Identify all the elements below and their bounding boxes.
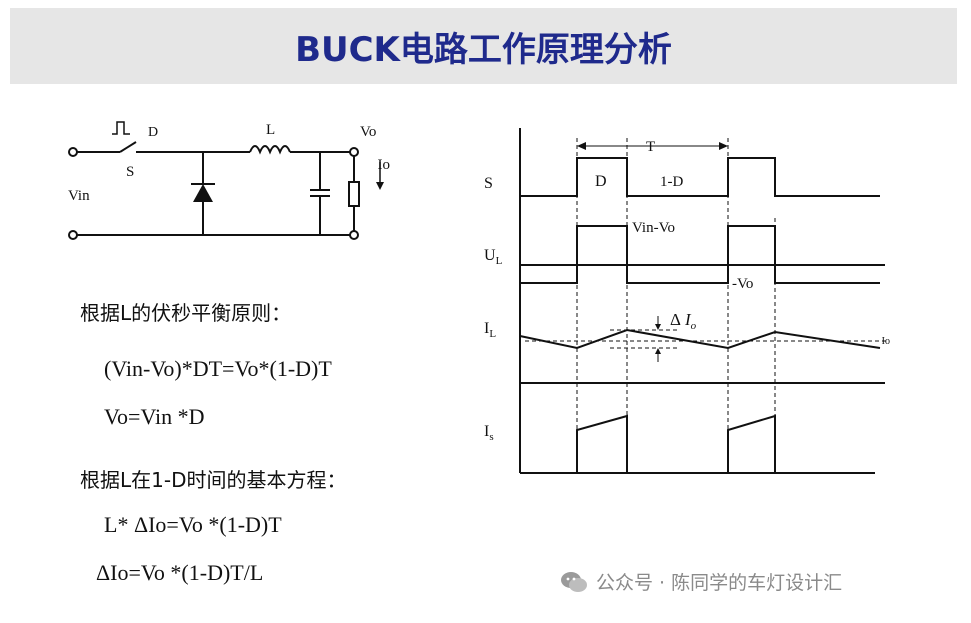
one-minus-d-label: 1-D (660, 174, 683, 190)
neg-vo-label: -Vo (732, 276, 753, 292)
output-current-label: Io (378, 157, 391, 173)
output-terminal-bottom (349, 230, 359, 240)
input-terminal-top (68, 147, 78, 157)
s-waveform (520, 157, 880, 197)
il-axis-label: IL (484, 320, 496, 340)
period-label: T (646, 139, 655, 155)
watermark: 公众号 · 陈同学的车灯设计汇 (560, 568, 842, 595)
basic-equation-heading: 根据L在1-D时间的基本方程： (80, 468, 347, 492)
switch-blade (119, 141, 137, 153)
ul-axis-label: UL (484, 247, 503, 267)
current-arrow (376, 182, 384, 190)
inductor-label: L (266, 122, 275, 138)
output-label: Vo (360, 124, 376, 140)
input-terminal-bottom (68, 230, 78, 240)
equation-delta-io: ΔIo=Vo *(1-D)T/L (96, 560, 264, 585)
pulse-label: D (148, 125, 158, 140)
vin-vo-label: Vin-Vo (632, 220, 675, 236)
load-resistor (348, 181, 360, 207)
switch-label: S (126, 164, 134, 180)
buck-circuit-diagram: D S L Vo Vin Io (68, 121, 391, 240)
equation-delta-io-l: L* ΔIo=Vo *(1-D)T (104, 512, 282, 537)
watermark-text: 公众号 · 陈同学的车灯设计汇 (596, 572, 843, 594)
title-bar: BUCK电路工作原理分析 (10, 8, 957, 84)
inductor-coil (249, 145, 291, 155)
d-label: D (595, 173, 607, 190)
input-label: Vin (68, 188, 90, 204)
is-axis-label: Is (484, 423, 494, 443)
equation-vo: Vo=Vin *D (104, 404, 205, 429)
is-waveform (520, 414, 875, 474)
s-axis-label: S (484, 175, 493, 192)
pulse-symbol (112, 121, 130, 135)
il-waveform (519, 328, 881, 350)
equation-volt-second: (Vin-Vo)*DT=Vo*(1-D)T (104, 356, 332, 381)
volt-second-principle: 根据L的伏秒平衡原则： (80, 301, 292, 325)
wechat-icon (561, 571, 587, 592)
ul-waveform (520, 225, 880, 284)
page-title: BUCK电路工作原理分析 (295, 29, 672, 70)
io-average-label: Io (882, 336, 890, 347)
diode-symbol (193, 184, 213, 202)
output-terminal-top (349, 147, 359, 157)
